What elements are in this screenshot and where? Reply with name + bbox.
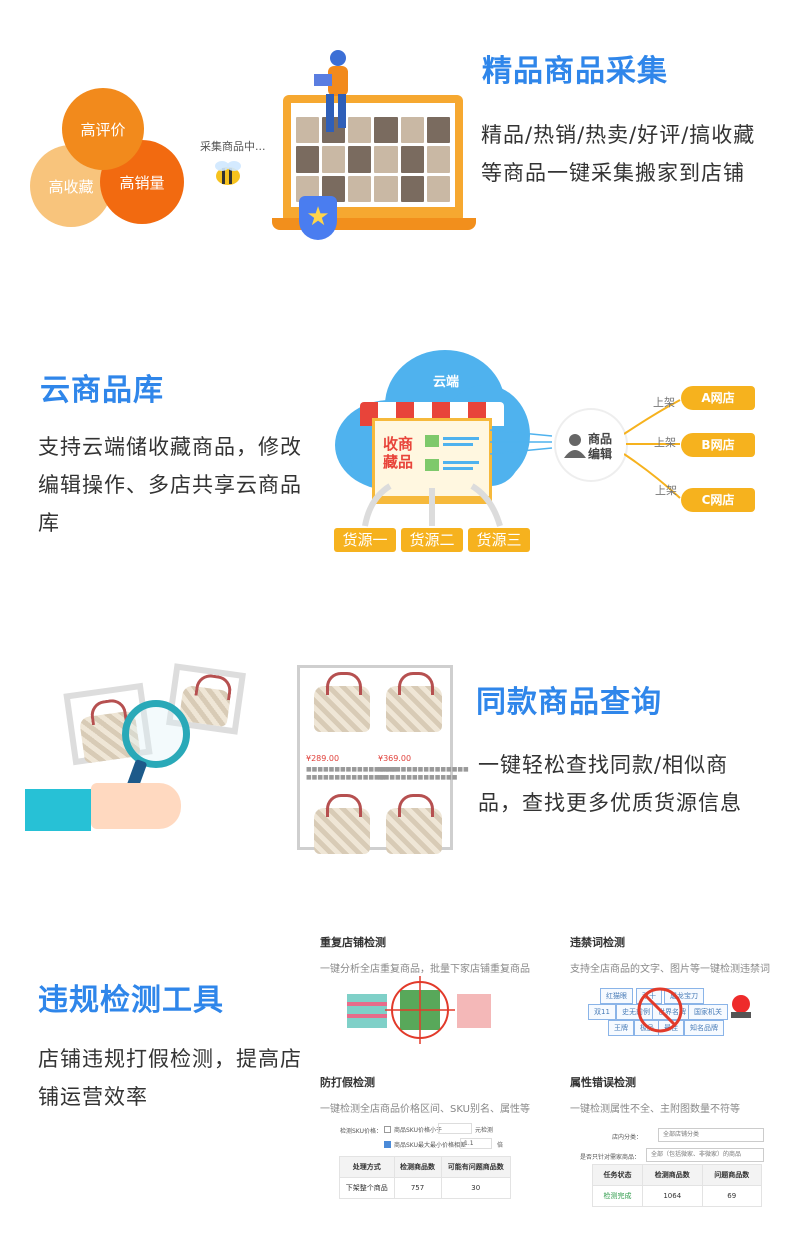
banned-panel-sub: 支持全店商品的文字、图片等一键检测违禁词 — [570, 964, 770, 975]
section1-desc: 精品/热销/热卖/好评/搞收藏等商品一键采集搬家到店铺 — [481, 123, 756, 185]
table-header: 任务状态 — [591, 1164, 644, 1186]
shelf-label-a: 上架 — [653, 396, 675, 409]
product-price-2: ¥369.00 — [378, 754, 412, 763]
keyword-tag: 屠龙宝刀 — [664, 988, 704, 1004]
section3-title: 同款商品查询 — [476, 685, 662, 720]
sku-ratio-unit: 倍 — [497, 1142, 504, 1149]
table-cell: 30 — [440, 1177, 512, 1199]
fake-panel-sub: 一键检测全店商品价格区间、SKU别名、属性等 — [320, 1104, 530, 1115]
table-cell: 1064 — [642, 1185, 703, 1207]
spec-select[interactable]: 全部（包括微家、非微家）的商品 — [646, 1148, 764, 1162]
editor-label: 商品编辑 — [588, 432, 613, 461]
person-with-laptop-icon — [308, 48, 356, 140]
table-header: 检测商品数 — [393, 1156, 442, 1178]
section3-desc: 一键轻松查找同款/相似商品，查找更多优质货源信息 — [478, 753, 742, 815]
table-header: 问题商品数 — [701, 1164, 762, 1186]
same-product-card: ¥289.00 ¥369.00 ■■■■■■■■■■■■■■■■■■■■■■■■… — [297, 665, 469, 854]
sku-ratio-option: 商品SKU最大最小价格相差 — [394, 1142, 466, 1149]
table-cell: 检测完成 — [591, 1185, 644, 1207]
table-header: 可能有问题商品数 — [440, 1156, 512, 1178]
shelf-label-b: 上架 — [654, 436, 676, 449]
attr-panel-title: 属性错误检测 — [570, 1076, 636, 1089]
fake-result-table: 处理方式 检测商品数 可能有问题商品数 下架整个商品 757 30 — [339, 1156, 512, 1199]
sku-min-option: 商品SKU价格小于 — [394, 1127, 442, 1134]
fake-panel-title: 防打假检测 — [320, 1076, 375, 1089]
forbidden-icon — [637, 987, 683, 1033]
keyword-tag: 王牌 — [608, 1020, 634, 1036]
sleeve-cuff — [25, 789, 91, 831]
repeat-panel-title: 重复店铺检测 — [320, 936, 386, 949]
repeat-panel-sub: 一键分析全店重复商品，批量下家店铺重复商品 — [320, 964, 530, 975]
collecting-label: 采集商品中... — [200, 140, 266, 153]
checkbox-sku-min[interactable] — [384, 1126, 391, 1133]
source-tag-3: 货源三 — [468, 528, 530, 552]
keyword-tag: 知名品牌 — [684, 1020, 724, 1036]
sku-min-unit: 元检测 — [475, 1127, 494, 1134]
section1-title: 精品商品采集 — [482, 54, 668, 89]
shop-tag-c: C网店 — [681, 488, 755, 512]
store-label: 收商藏品 — [383, 435, 414, 471]
source-tag-1: 货源一 — [334, 528, 396, 552]
laptop-illustration — [283, 95, 463, 223]
store-to-editor-arrows — [490, 429, 553, 455]
product-price-1: ¥289.00 — [306, 754, 340, 763]
crosshair-clothes-icon — [347, 976, 491, 1044]
section4-desc: 店铺违规打假检测，提高店铺运营效率 — [38, 1047, 302, 1109]
circle-high-rating: 高评价 — [62, 88, 144, 170]
star-shield-icon: ★ — [299, 196, 337, 240]
sku-ratio-input[interactable]: 1.1 — [460, 1138, 492, 1149]
product-editor: 商品编辑 — [556, 410, 626, 480]
shop-tag-a: A网店 — [681, 386, 755, 410]
table-cell: 下架整个商品 — [339, 1177, 395, 1199]
keyword-tag: 红猫眼 — [600, 988, 633, 1004]
attr-panel-sub: 一键检测属性不全、主附图数量不符等 — [570, 1104, 740, 1115]
shop-tag-b: B网店 — [681, 433, 755, 457]
attr-result-table: 任务状态 检测商品数 问题商品数 检测完成 1064 69 — [591, 1164, 762, 1207]
category-select[interactable]: 全部店铺分类 — [658, 1128, 764, 1142]
sku-min-input[interactable] — [438, 1123, 472, 1134]
alarm-siren-icon — [731, 995, 751, 1018]
keyword-tag: 国家机关 — [688, 1004, 728, 1020]
section2-desc: 支持云端储收藏商品，修改编辑操作、多店共享云商品库 — [38, 435, 302, 535]
section2-title: 云商品库 — [40, 373, 164, 408]
image-icon — [425, 435, 439, 447]
shelf-arrows — [624, 399, 681, 499]
circle-high-sales: 高销量 — [100, 140, 184, 224]
sku-price-label: 检测SKU价格： — [340, 1128, 382, 1135]
keyword-tag: 双11 — [588, 1004, 616, 1020]
source-tag-2: 货源二 — [401, 528, 463, 552]
spec-label: 是否只针对需家商品： — [580, 1154, 641, 1161]
upload-arrows — [362, 483, 503, 527]
table-header: 检测商品数 — [642, 1164, 703, 1186]
table-header: 处理方式 — [339, 1156, 395, 1178]
checkbox-sku-ratio[interactable] — [384, 1141, 391, 1148]
category-label: 店内分类： — [612, 1134, 643, 1141]
section4-title: 违规检测工具 — [38, 983, 224, 1018]
bee-icon — [208, 158, 248, 190]
table-cell: 757 — [393, 1177, 442, 1199]
table-cell: 69 — [701, 1185, 762, 1207]
banned-panel-title: 违禁词检测 — [570, 936, 625, 949]
cloud-label: 云端 — [433, 375, 460, 390]
user-icon — [564, 432, 586, 458]
hand-icon — [91, 783, 181, 829]
shelf-label-c: 上架 — [655, 484, 677, 497]
magnifier-icon — [122, 700, 190, 768]
image-icon — [425, 459, 439, 471]
